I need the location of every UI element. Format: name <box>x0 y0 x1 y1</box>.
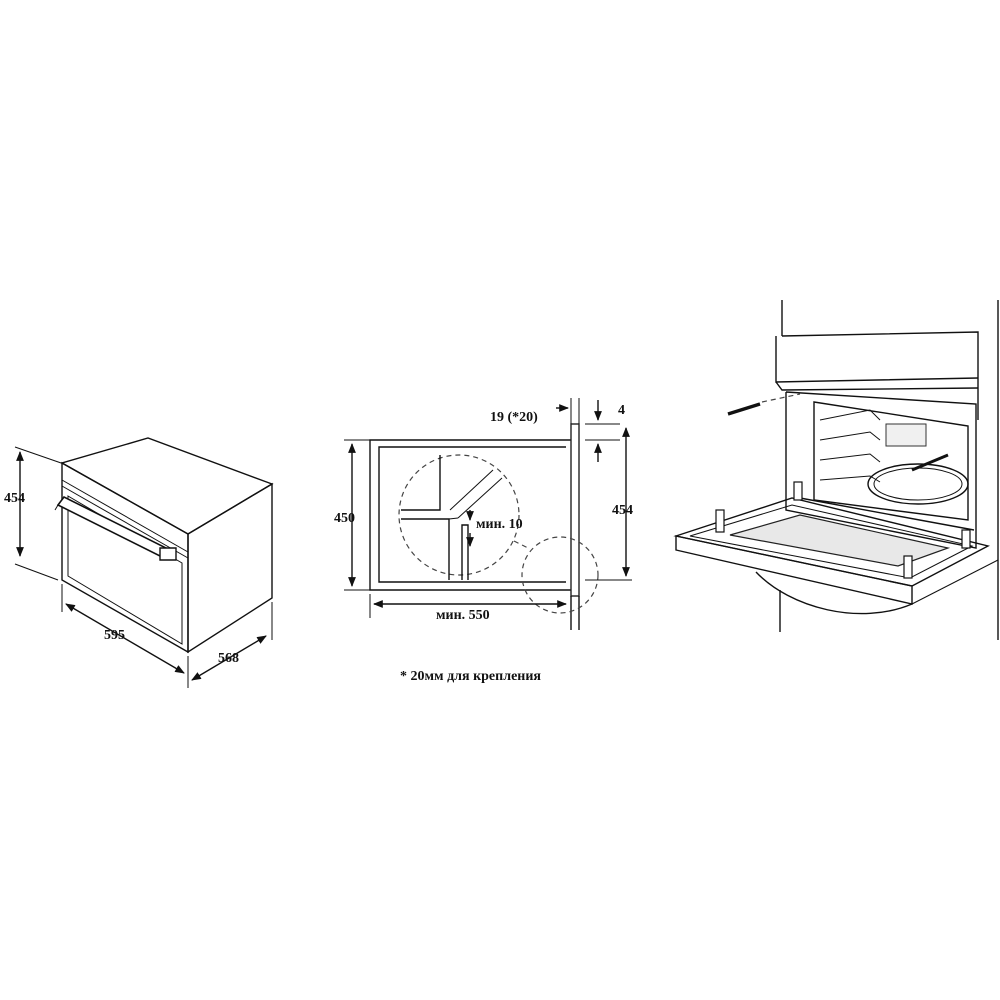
footnote: * 20мм для крепления <box>400 669 541 684</box>
oven-depth-label: 568 <box>218 651 239 666</box>
niche-section-drawing <box>369 423 599 630</box>
min-depth-label: мин. 550 <box>436 608 490 623</box>
niche-dimension-lines <box>344 398 632 618</box>
panel-thickness-label: 4 <box>618 403 625 418</box>
niche-height-label: 450 <box>334 511 355 526</box>
niche-gap-label: 19 (*20) <box>490 410 538 425</box>
installed-oven-drawing <box>673 300 999 640</box>
oven-dimension-lines <box>14 446 273 688</box>
right-height-label: 454 <box>612 503 633 518</box>
min-gap-label: мин. 10 <box>476 517 523 532</box>
oven-isometric-drawing <box>54 437 274 654</box>
oven-width-label: 595 <box>104 628 125 643</box>
oven-height-label: 454 <box>4 491 25 506</box>
